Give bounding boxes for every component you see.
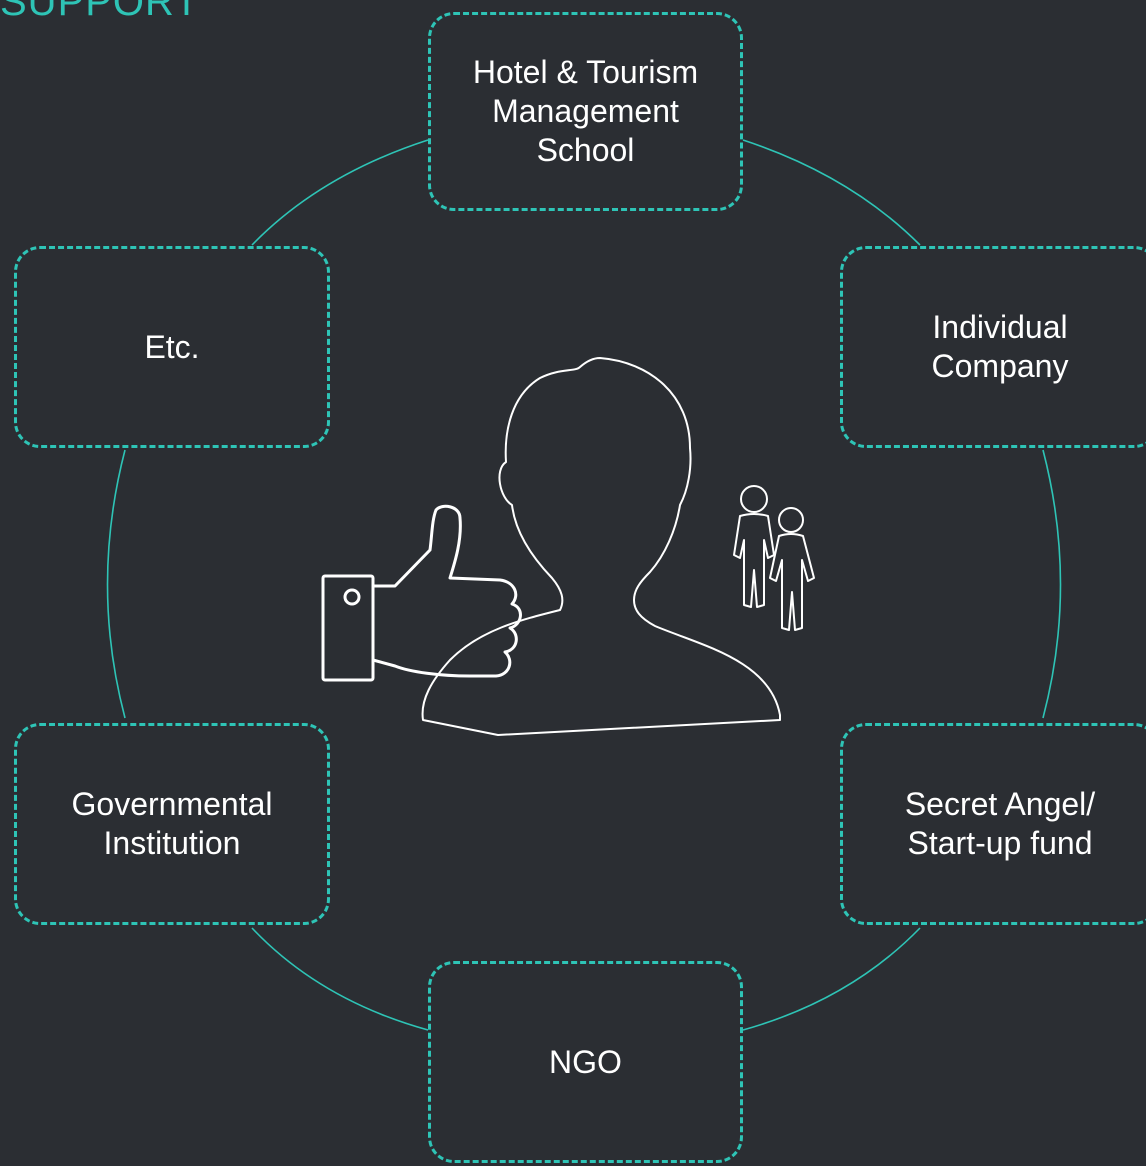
node-ngo: NGO [428,961,743,1163]
connector-top-left-to-top [251,139,429,246]
node-label: Hotel & Tourism Management School [472,54,699,168]
connector-bottom-to-bottom-left [251,927,429,1031]
node-etc: Etc. [14,246,330,448]
node-label: Individual Company [931,309,1069,384]
person-bust-icon [421,357,781,736]
thumbs-up-icon [321,504,522,682]
diagram-heading: SUPPORT [0,0,200,24]
connector-bottom-right-to-bottom [742,927,921,1031]
node-secret-angel-fund: Secret Angel/ Start-up fund [840,723,1146,925]
node-label: Secret Angel/ Start-up fund [904,786,1096,861]
family-icon [733,485,815,631]
node-label: Etc. [144,328,200,365]
node-individual-company: Individual Company [840,246,1146,448]
connector-top-right-to-bottom-right [1042,449,1062,719]
connector-bottom-left-to-top-left [106,449,126,719]
node-governmental-institution: Governmental Institution [14,723,330,925]
node-label: NGO [549,1043,622,1080]
node-hotel-tourism-school: Hotel & Tourism Management School [428,12,743,211]
node-label: Governmental Institution [71,786,273,861]
connector-top-to-top-right [742,139,921,246]
